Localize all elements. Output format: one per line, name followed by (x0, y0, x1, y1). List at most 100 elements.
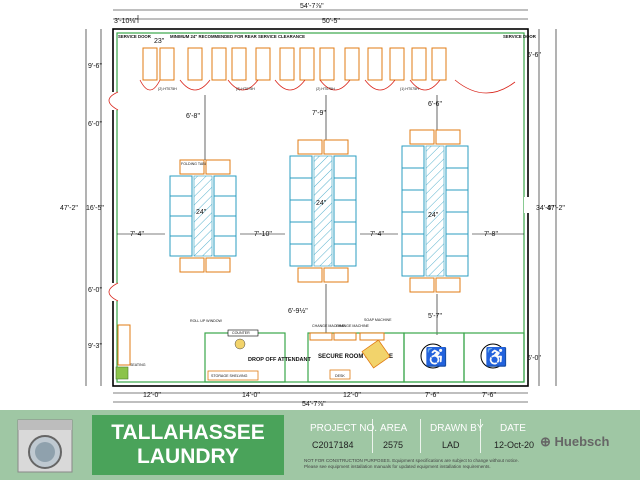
change-machine-1-label: CHANGE MACHINE (312, 324, 346, 328)
dim-bottom-7a: 7'-6" (425, 392, 439, 399)
attendant-seat-icon (234, 338, 246, 350)
dim-bottom-12b: 12'-0" (343, 392, 361, 399)
disclaimer-line-2: Please see equipment installation manual… (304, 463, 491, 469)
dim-top-total: 54'-7⅞" (300, 3, 324, 10)
dim-24-b: 24" (316, 200, 327, 207)
storage-shelving-label: STORAGE SHELVING (211, 374, 248, 378)
dim-left-9b: 9'-3" (88, 343, 102, 350)
meta-divider (480, 419, 481, 453)
accessible-restroom-icon-1 (420, 343, 446, 369)
dim-6-6: 6'-6" (428, 101, 442, 108)
washer-island-1: FOLDING TABLE 48X24 24" (169, 159, 237, 273)
dryer (255, 47, 271, 81)
left-door-swing-2 (108, 282, 119, 302)
dim-24-c: 24" (428, 212, 439, 219)
dryer (389, 47, 405, 81)
dryer (187, 47, 203, 81)
dryer (211, 47, 227, 81)
desk-label: DESK (335, 374, 345, 378)
dim-bottom-14: 14'-0" (242, 392, 260, 399)
area-value: 2575 (383, 440, 404, 450)
project-no-value: C2017184 (312, 440, 354, 450)
secure-room-label: SECURE ROOM & OFFICE (318, 354, 393, 360)
title-line-2: LAUNDRY (137, 445, 239, 468)
dim-top-23: 23" (154, 38, 165, 45)
dim-right-6a: 6'-6" (527, 52, 541, 59)
dim-bottom-7b: 7'-6" (482, 392, 496, 399)
washer-island-2: 24" (289, 139, 357, 283)
aisle-dimensions: 7'-4" 7'-10" 7'-4" 7'-8" 6'-9½" 5'-7" (117, 231, 524, 335)
change-machine-2-label: CHANGE MACHINE (336, 324, 370, 328)
right-dimensions: 34'-0" 47'-2" 6'-6" 6'-0" (527, 29, 565, 386)
dim-bottom-12a: 12'-0" (143, 392, 161, 399)
dryer-row: (2) HT075H (2) HT075H (2) HT075H (1) HT0… (139, 47, 516, 94)
dim-left-total: 47'-2" (60, 205, 78, 212)
washer-island-3: 24" (401, 129, 469, 293)
dim-7-8: 7'-8" (484, 231, 498, 238)
left-door-gap-1 (110, 92, 118, 110)
clearance-note: MINIMUM 24" RECOMMENDED FOR REAR SERVICE… (170, 34, 305, 39)
dryer (319, 47, 335, 81)
dim-right-6b: 6'-0" (527, 355, 541, 362)
dim-top-left: 3'-10⅛" (114, 18, 138, 25)
left-door-swing-1 (108, 91, 119, 111)
dryer (159, 47, 175, 81)
left-door-gap-2 (110, 283, 118, 301)
soap-machine (359, 332, 385, 341)
area-label: AREA (380, 423, 408, 434)
svg-text:♿: ♿ (485, 346, 507, 367)
dim-24-a: 24" (196, 209, 207, 216)
drawn-by-label: DRAWN BY (430, 423, 484, 434)
project-title: TALLAHASSEE LAUNDRY (92, 415, 284, 475)
svg-text:♿: ♿ (425, 346, 447, 367)
disclaimer-line-1: NOT FOR CONSTRUCTION PURPOSES. Equipment… (304, 458, 519, 463)
dryer-label-3: (2) HT075H (316, 87, 335, 91)
bottom-dimensions: 12'-0" 14'-0" 12'-0" 7'-6" 7'-6" 54'-7⅞" (113, 392, 528, 408)
date-label: DATE (500, 423, 526, 434)
right-door-gap (524, 197, 532, 213)
project-no-label: PROJECT NO. (310, 423, 378, 434)
dryer (411, 47, 427, 81)
soap-machine-label: SOAP MACHINE (364, 318, 392, 322)
dim-7-4b: 7'-4" (370, 231, 384, 238)
dim-bottom-total: 54'-7⅞" (302, 401, 326, 408)
change-machine-1 (309, 332, 333, 341)
dryer (367, 47, 383, 81)
dryer-label-4: (1) HT075H (400, 87, 419, 91)
dim-left-16: 16'-5" (86, 205, 104, 212)
huebsch-logo: ⊕ Huebsch (540, 434, 609, 450)
dim-7-4a: 7'-4" (130, 231, 144, 238)
dryer-label-2: (2) HT075H (236, 87, 255, 91)
dryer-label-1: (2) HT075H (158, 87, 177, 91)
folding-table-label: FOLDING TABLE 48X24 (181, 162, 220, 166)
left-dimensions: 47'-2" 16'-5" 9'-6" 6'-0" 6'-0" 9'-3" (60, 29, 104, 386)
disclaimer-note: NOT FOR CONSTRUCTION PURPOSES. Equipment… (304, 458, 544, 469)
service-door-right-label: SERVICE DOOR (503, 34, 537, 39)
dryer (299, 47, 315, 81)
dryer-door-swings (139, 79, 516, 94)
seating-bench (117, 324, 131, 366)
lower-rooms: ROLL UP WINDOW COUNTER DROP OFF ATTENDAN… (115, 318, 525, 383)
drawn-by-value: LAD (442, 440, 460, 450)
change-machine-2 (333, 332, 357, 341)
washer-machine-icon (17, 419, 73, 473)
dim-top-right: 50'-5" (322, 18, 340, 25)
dim-left-6b: 6'-0" (88, 287, 102, 294)
seating-label: SEATING (130, 363, 146, 367)
dim-left-9a: 9'-6" (88, 63, 102, 70)
dim-7-9: 7'-9" (312, 110, 326, 117)
dim-6-8: 6'-8" (186, 113, 200, 120)
logo-mark-icon: ⊕ (540, 434, 551, 449)
logo-text: Huebsch (554, 434, 610, 449)
dryer (344, 47, 360, 81)
dryer (431, 47, 447, 81)
date-value: 12-Oct-20 (494, 440, 535, 450)
service-door-left-label: SERVICE DOOR (118, 34, 152, 39)
dim-7-10: 7'-10" (254, 231, 272, 238)
dim-5-7: 5'-7" (428, 313, 442, 320)
dryer (279, 47, 295, 81)
dim-right-total: 47'-2" (547, 205, 565, 212)
top-dimensions: 54'-7⅞" 3'-10⅛" 50'-5" 23" (113, 3, 528, 45)
accessible-restroom-icon-2 (480, 343, 506, 369)
